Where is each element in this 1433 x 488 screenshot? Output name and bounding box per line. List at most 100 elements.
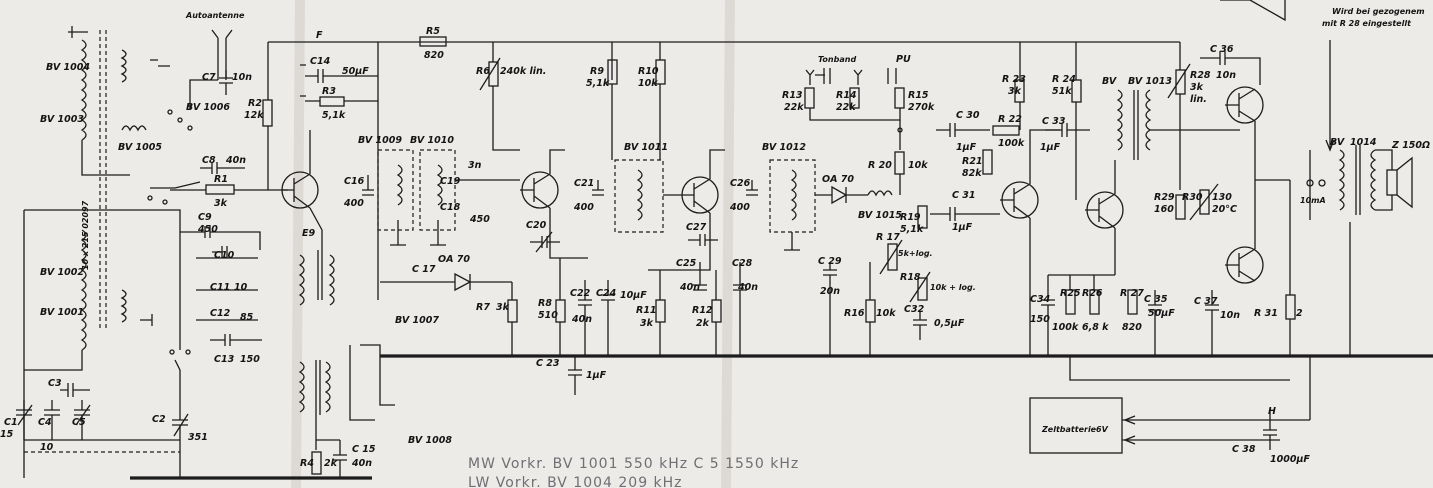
label-oa70-mixer: OA 70 — [438, 254, 470, 265]
value-r25: 100k — [1052, 322, 1079, 333]
label-r11: R11 — [636, 305, 657, 316]
value-r21: 82k — [962, 168, 982, 179]
value-r3: 5,1k — [322, 110, 346, 121]
label-r23: R 23 — [1002, 74, 1026, 85]
label-bv1006: BV 1006 — [186, 102, 230, 113]
label-r30: R30 — [1182, 192, 1203, 203]
label-wird-2: mit R 28 eingestellt — [1322, 19, 1412, 28]
label-meter: 10mA — [1300, 196, 1326, 205]
label-battery: Zeltbatterie — [1041, 425, 1097, 434]
value-r7: 3k — [496, 302, 510, 313]
label-c34: C34 — [1030, 294, 1051, 305]
value-r12: 2k — [696, 318, 710, 329]
label-c14: C14 — [310, 56, 331, 67]
label-c1: C1 — [4, 417, 18, 428]
label-bv1010: BV 1010 — [410, 135, 454, 146]
value-r5: 820 — [424, 50, 444, 61]
label-bv-out: BV — [1330, 137, 1345, 148]
label-c31: C 31 — [952, 190, 976, 201]
value-r4: 2k — [324, 458, 338, 469]
label-c10: C10 — [214, 250, 235, 261]
label-r18: R18 — [900, 272, 921, 283]
label-bv1002: BV 1002 — [40, 267, 84, 278]
value-c34: 150 — [1030, 314, 1050, 325]
label-f: F — [316, 30, 323, 41]
label-c17: C 17 — [412, 264, 436, 275]
label-bv: BV — [1102, 76, 1117, 87]
label-bv1007: BV 1007 — [395, 315, 439, 326]
value-r29: 160 — [1154, 204, 1174, 215]
value-r1: 3k — [214, 198, 228, 209]
label-r27: R 27 — [1120, 288, 1144, 299]
value-r31: 2 — [1296, 308, 1303, 319]
value-c22: 40n — [571, 314, 592, 325]
stamp-line-1: MW Vorkr. BV 1001 550 kHz C 5 1550 kHz — [468, 456, 799, 472]
value-r18: 10k + log. — [930, 283, 976, 292]
label-c28: C28 — [732, 258, 753, 269]
value-r8: 510 — [538, 310, 558, 321]
value-r28-type: lin. — [1190, 94, 1207, 105]
value-c37: 10n — [1220, 310, 1240, 321]
label-r20: R 20 — [868, 160, 892, 171]
label-c24: C24 — [596, 288, 617, 299]
value-c35: 50µF — [1148, 308, 1175, 319]
label-e9: E9 — [302, 228, 315, 239]
label-r16: R16 — [844, 308, 865, 319]
value-c2: 351 — [188, 432, 208, 443]
label-c35: C 35 — [1144, 294, 1168, 305]
label-bv1015: BV 1015 — [858, 210, 902, 221]
label-r29: R29 — [1154, 192, 1175, 203]
value-r10: 10k — [638, 78, 658, 89]
label-c2: C2 — [152, 414, 166, 425]
value-r16: 10k — [876, 308, 896, 319]
label-h: H — [1268, 406, 1276, 417]
value-r19: 5,1k — [900, 224, 924, 235]
value-c24: 10µF — [620, 290, 647, 301]
label-c5: C5 — [72, 417, 86, 428]
label-c20: C20 — [526, 220, 547, 231]
value-c26: 400 — [729, 202, 750, 213]
label-c9: C9 — [198, 212, 212, 223]
label-speaker: Z 150Ω — [1391, 140, 1430, 151]
value-r11: 3k — [640, 318, 654, 329]
label-r15: R15 — [908, 90, 929, 101]
label-r13: R13 — [782, 90, 803, 101]
label-bv1014: 1014 — [1350, 137, 1377, 148]
value-c29: 20n — [820, 286, 840, 297]
value-c12: 85 — [240, 312, 254, 323]
label-c36: C 36 — [1210, 44, 1234, 55]
value-c14: 50µF — [342, 66, 369, 77]
value-c4: 10 — [40, 442, 54, 453]
label-c21: C21 — [574, 178, 594, 189]
label-c37: C 37 — [1194, 296, 1218, 307]
label-r10: R10 — [638, 66, 659, 77]
label-bv1011: BV 1011 — [624, 142, 668, 153]
value-r13: 22k — [784, 102, 804, 113]
label-r3: R3 — [322, 86, 336, 97]
label-r22: R 22 — [998, 114, 1022, 125]
label-bv1003: BV 1003 — [40, 114, 84, 125]
label-battery-voltage: 6V — [1096, 425, 1109, 434]
value-r26: 6,8 k — [1082, 322, 1109, 333]
label-c13: C13 — [214, 354, 235, 365]
label-c15: C 15 — [352, 444, 376, 455]
battery-block — [1029, 0, 1311, 454]
label-r24: R 24 — [1052, 74, 1076, 85]
label-c8: C8 — [202, 155, 216, 166]
label-c33: C 33 — [1042, 116, 1066, 127]
value-c19: 3n — [468, 160, 482, 171]
stamp-line-2: LW Vorkr. BV 1004 209 kHz — [468, 475, 683, 488]
value-r9: 5,1k — [586, 78, 610, 89]
label-oa70-detector: OA 70 — [822, 174, 854, 185]
label-c27: C27 — [686, 222, 707, 233]
value-r14: 22k — [836, 102, 856, 113]
value-c16: 400 — [343, 198, 364, 209]
value-c7: 10n — [232, 72, 252, 83]
label-r19: R19 — [900, 212, 921, 223]
label-bv1012: BV 1012 — [762, 142, 806, 153]
value-r2: 12k — [244, 110, 264, 121]
label-r25: R25 — [1060, 288, 1081, 299]
label-r28: R28 — [1190, 70, 1211, 81]
value-c31: 1µF — [952, 222, 973, 233]
